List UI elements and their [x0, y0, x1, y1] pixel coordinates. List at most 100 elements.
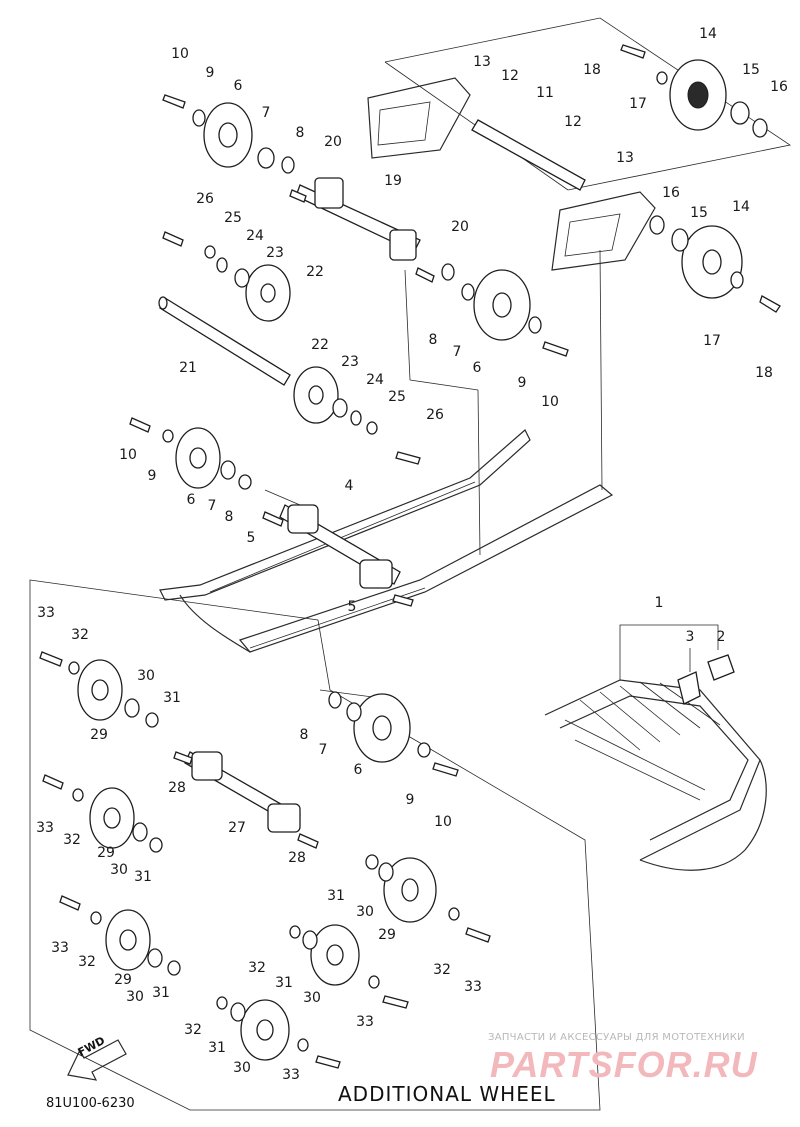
axle-27 — [184, 751, 301, 833]
leader-line — [477, 389, 481, 556]
callout-15: 15 — [742, 62, 760, 78]
wheel-14-a — [669, 59, 727, 131]
wheel-29-c — [105, 909, 151, 971]
callout-24: 24 — [366, 372, 384, 388]
callout-13: 13 — [473, 54, 491, 70]
wheel-6-b — [473, 269, 531, 341]
wheel-14-b — [681, 225, 743, 299]
callout-7: 7 — [452, 344, 462, 360]
callout-30: 31 — [275, 975, 293, 991]
callout-30: 31 — [208, 1040, 226, 1056]
wheel-6-d — [353, 693, 411, 763]
callout-26: 26 — [196, 191, 214, 207]
callout-30: 30 — [110, 862, 128, 878]
callout-32: 32 — [63, 832, 81, 848]
wheel-29-d — [383, 857, 437, 923]
callout-1: 1 — [654, 595, 664, 611]
callout-31: 31 — [152, 985, 170, 1001]
callout-31: 32 — [248, 960, 266, 976]
callout-28: 28 — [288, 850, 306, 866]
callout-15: 15 — [690, 205, 708, 221]
leader-line — [409, 379, 479, 391]
callout-20: 20 — [451, 219, 469, 235]
callout-7: 7 — [207, 498, 217, 514]
callout-10: 10 — [434, 814, 452, 830]
callout-9: 9 — [205, 65, 215, 81]
upper-box-outline — [384, 17, 792, 191]
callout-23: 23 — [266, 245, 284, 261]
callout-9: 9 — [517, 375, 527, 391]
callout-33: 33 — [51, 940, 69, 956]
callout-30: 30 — [356, 904, 374, 920]
callout-14: 14 — [699, 26, 717, 42]
callout-16: 16 — [770, 79, 788, 95]
callout-29: 29 — [90, 727, 108, 743]
clip-3 — [677, 671, 701, 705]
callout-29: 29 — [97, 845, 115, 861]
axle-4 — [279, 504, 401, 589]
callout-33: 33 — [36, 820, 54, 836]
callout-32: 33 — [356, 1014, 374, 1030]
callout-22: 22 — [311, 337, 329, 353]
callout-3: 3 — [685, 629, 695, 645]
callout-28: 28 — [168, 780, 186, 796]
callout-6: 6 — [472, 360, 482, 376]
callout-30: 30 — [126, 989, 144, 1005]
callout-4: 4 — [344, 478, 354, 494]
watermark-caption: ЗАПЧАСТИ И АКСЕССУАРЫ ДЛЯ МОТОТЕХНИКИ — [488, 1032, 745, 1043]
slide-rail-outer — [179, 484, 614, 653]
callout-32: 32 — [78, 954, 96, 970]
callout-8: 8 — [428, 332, 438, 348]
clip-2 — [707, 654, 735, 681]
shaft-11 — [471, 119, 586, 191]
leader-line — [619, 624, 719, 680]
callout-31: 31 — [163, 690, 181, 706]
shaft-21 — [158, 296, 291, 386]
bolts — [39, 44, 781, 1069]
callout-29: 30 — [233, 1060, 251, 1076]
wheel-29-e — [310, 924, 360, 986]
callout-27: 27 — [228, 820, 246, 836]
additional-wheel-box — [29, 579, 601, 1111]
callout-14: 14 — [732, 199, 750, 215]
callout-19: 19 — [384, 173, 402, 189]
additional-wheel-title: ADDITIONAL WHEEL — [338, 1082, 556, 1106]
callout-25: 25 — [388, 389, 406, 405]
callout-10: 10 — [119, 447, 137, 463]
callout-29: 29 — [378, 927, 396, 943]
callout-17: 17 — [703, 333, 721, 349]
callout-11: 11 — [536, 85, 554, 101]
track-belt — [544, 679, 767, 871]
callout-30: 30 — [137, 668, 155, 684]
callout-29: 29 — [114, 972, 132, 988]
bracket-upper-left — [367, 77, 471, 159]
callout-6: 6 — [233, 78, 243, 94]
callout-8: 8 — [299, 727, 309, 743]
wheel-29-b — [89, 787, 135, 849]
callout-18: 18 — [583, 62, 601, 78]
slide-rail-inner — [159, 429, 531, 601]
wheel-29-a — [77, 659, 123, 721]
callout-9: 9 — [147, 468, 157, 484]
callout-32: 33 — [282, 1067, 300, 1083]
callout-29: 30 — [303, 990, 321, 1006]
callout-26: 26 — [426, 407, 444, 423]
callout-2: 2 — [716, 629, 726, 645]
callout-16: 16 — [662, 185, 680, 201]
callout-12: 12 — [501, 68, 519, 84]
callout-31: 31 — [134, 869, 152, 885]
callout-23: 23 — [341, 354, 359, 370]
leader-line — [404, 269, 411, 381]
leader-line — [599, 249, 603, 491]
axle-19 — [295, 177, 421, 261]
callout-25: 25 — [224, 210, 242, 226]
callout-8: 8 — [295, 125, 305, 141]
callout-17: 17 — [629, 96, 647, 112]
callout-6: 6 — [353, 762, 363, 778]
callout-10: 10 — [171, 46, 189, 62]
fwd-arrow-icon — [67, 1039, 127, 1081]
callout-10: 10 — [541, 394, 559, 410]
callout-12: 12 — [564, 114, 582, 130]
